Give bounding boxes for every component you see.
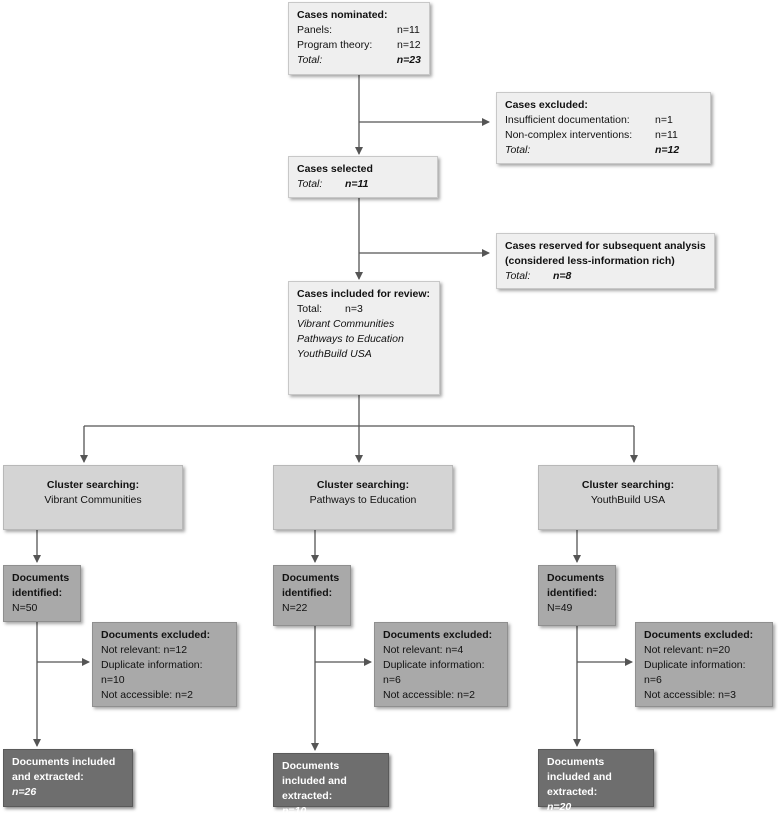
row-value: n=11	[345, 178, 369, 190]
row-value: n=11	[397, 24, 420, 36]
documents-included-box-1: Documents included and extracted: n=26	[3, 749, 133, 807]
nominated-row-panels: Panels: n=11	[297, 23, 421, 38]
not-accessible: Not accessible: n=2	[101, 689, 193, 701]
documents-identified-box-3: Documents identified: N=49	[538, 565, 616, 626]
not-relevant: Not relevant: n=4	[383, 644, 464, 656]
included-title: Documents included and extracted:	[12, 756, 116, 783]
identified-value: N=50	[12, 602, 38, 614]
included-value: n=20	[547, 801, 572, 813]
not-relevant: Not relevant: n=12	[101, 644, 188, 656]
documents-identified-box-2: Documents identified: N=22	[273, 565, 351, 626]
identified-value: N=49	[547, 602, 573, 614]
row-value: n=12	[397, 39, 421, 51]
row-label: Total:	[505, 270, 531, 282]
selected-row-total: Total: n=11	[297, 177, 429, 192]
included-title: Documents included and extracted:	[282, 760, 347, 802]
cases-reserved-title: Cases reserved for subsequent analysis (…	[505, 240, 706, 267]
identified-title: Documents identified:	[282, 572, 340, 599]
documents-excluded-box-2: Documents excluded: Not relevant: n=4 Du…	[374, 622, 508, 707]
review-row-total: Total: n=3	[297, 302, 431, 317]
included-title: Documents included and extracted:	[547, 756, 612, 798]
identified-title: Documents identified:	[547, 572, 605, 599]
excluded-row-total: Total: n=12	[505, 143, 702, 158]
cluster-name: Vibrant Communities	[44, 494, 142, 506]
excluded-title: Documents excluded:	[383, 629, 493, 641]
cluster-search-box-3: Cluster searching: YouthBuild USA	[538, 465, 718, 530]
excluded-title: Documents excluded:	[644, 629, 754, 641]
cases-nominated-title: Cases nominated:	[297, 9, 388, 21]
row-value: n=11	[655, 129, 678, 141]
documents-included-box-3: Documents included and extracted: n=20	[538, 749, 654, 813]
cases-selected-title: Cases selected	[297, 163, 373, 175]
duplicate-information: Duplicate information: n=6	[644, 659, 746, 686]
cluster-name: YouthBuild USA	[590, 494, 666, 506]
row-label: Panels:	[297, 24, 333, 36]
duplicate-information: Duplicate information: n=6	[383, 659, 485, 686]
row-value: n=1	[655, 114, 673, 126]
row-label: Program theory:	[297, 39, 373, 51]
excluded-title: Documents excluded:	[101, 629, 211, 641]
cases-nominated-box: Cases nominated: Panels: n=11 Program th…	[288, 2, 430, 75]
row-label: Non-complex interventions:	[505, 129, 633, 141]
review-case-vibrant-communities: Vibrant Communities	[297, 318, 395, 330]
row-label: Total:	[297, 178, 323, 190]
cluster-title: Cluster searching:	[316, 479, 410, 491]
row-label: Total:	[297, 303, 323, 315]
row-label: Total:	[505, 144, 531, 156]
reserved-row-total: Total: n=8	[505, 269, 706, 284]
cluster-title: Cluster searching:	[46, 479, 140, 491]
nominated-row-program-theory: Program theory: n=12	[297, 38, 421, 53]
not-relevant: Not relevant: n=20	[644, 644, 731, 656]
duplicate-information: Duplicate information: n=10	[101, 659, 203, 686]
identified-value: N=22	[282, 602, 308, 614]
review-case-pathways-to-education: Pathways to Education	[297, 333, 404, 345]
documents-identified-box-1: Documents identified: N=50	[3, 565, 81, 622]
cluster-title: Cluster searching:	[581, 479, 675, 491]
row-value: n=12	[655, 144, 680, 156]
cases-reserved-box: Cases reserved for subsequent analysis (…	[496, 233, 715, 289]
cases-review-box: Cases included for review: Total: n=3 Vi…	[288, 281, 440, 395]
review-case-youthbuild-usa: YouthBuild USA	[297, 348, 372, 360]
identified-title: Documents identified:	[12, 572, 70, 599]
cases-excluded-box: Cases excluded: Insufficient documentati…	[496, 92, 711, 164]
documents-included-box-2: Documents included and extracted: n=10	[273, 753, 389, 817]
documents-excluded-box-3: Documents excluded: Not relevant: n=20 D…	[635, 622, 773, 707]
cases-excluded-title: Cases excluded:	[505, 99, 588, 111]
cluster-name: Pathways to Education	[309, 494, 417, 506]
not-accessible: Not accessible: n=2	[383, 689, 475, 701]
not-accessible: Not accessible: n=3	[644, 689, 736, 701]
cluster-search-box-1: Cluster searching: Vibrant Communities	[3, 465, 183, 530]
excluded-row-non-complex: Non-complex interventions: n=11	[505, 128, 702, 143]
cases-review-title: Cases included for review:	[297, 288, 431, 300]
documents-excluded-box-1: Documents excluded: Not relevant: n=12 D…	[92, 622, 237, 707]
excluded-row-insufficient: Insufficient documentation: n=1	[505, 113, 702, 128]
row-value: n=8	[553, 270, 572, 282]
included-value: n=26	[12, 786, 37, 798]
row-value: n=3	[345, 303, 363, 315]
row-value: n=23	[396, 54, 421, 66]
row-label: Insufficient documentation:	[505, 114, 630, 126]
cases-selected-box: Cases selected Total: n=11	[288, 156, 438, 198]
cluster-search-box-2: Cluster searching: Pathways to Education	[273, 465, 453, 530]
row-label: Total:	[297, 54, 323, 66]
nominated-row-total: Total: n=23	[297, 53, 421, 68]
